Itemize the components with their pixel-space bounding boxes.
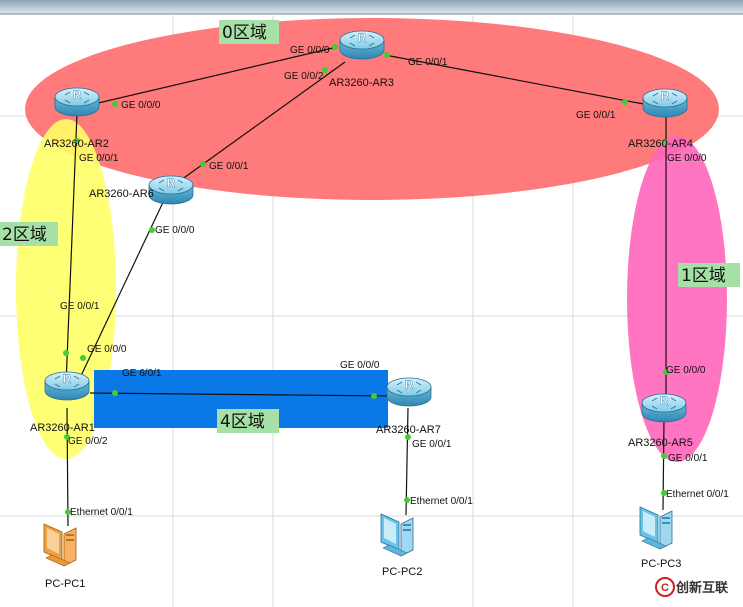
device-label-pc1: PC-PC1: [45, 578, 85, 590]
port-label-ar1-ge002: GE 0/0/2: [68, 436, 108, 447]
device-label-pc2: PC-PC2: [382, 566, 422, 578]
area-0-label-box: [219, 20, 279, 44]
port-label-ar1-ge601: GE 6/0/1: [122, 368, 162, 379]
network-links: [65, 46, 667, 527]
port-label-pc2-eth: Ethernet 0/0/1: [410, 496, 473, 507]
device-label-ar6: AR3260-AR6: [89, 188, 154, 200]
device-label-ar5: AR3260-AR5: [628, 437, 693, 449]
port-dots: [63, 44, 669, 515]
router-ar4-icon[interactable]: [642, 88, 688, 118]
router-ar6-icon[interactable]: [148, 175, 194, 205]
device-label-ar3: AR3260-AR3: [329, 77, 394, 89]
router-ar3-icon[interactable]: [339, 30, 385, 60]
svg-text:C: C: [661, 582, 669, 594]
area-4-label: 4区域: [220, 412, 265, 432]
port-label-ar7-ge001: GE 0/0/1: [412, 439, 452, 450]
router-ar7-icon[interactable]: [386, 377, 432, 407]
port-label-ar1-ge001: GE 0/0/1: [60, 301, 100, 312]
area-2-zone: [16, 119, 116, 459]
port-label-ar2-ge000: GE 0/0/0: [121, 100, 161, 111]
port-label-ar7-ge000: GE 0/0/0: [340, 360, 380, 371]
area-2-label: 2区域: [2, 225, 47, 245]
port-label-ar4-ge001: GE 0/0/1: [576, 110, 616, 121]
area-1-zone: [627, 136, 727, 462]
port-label-pc3-eth: Ethernet 0/0/1: [666, 489, 729, 500]
device-label-ar1: AR3260-AR1: [30, 422, 95, 434]
window-top-bar: [0, 0, 743, 14]
watermark-text: 创新互联: [675, 580, 728, 596]
area-1-label: 1区域: [681, 266, 726, 286]
port-label-ar1-ge000: GE 0/0/0: [87, 344, 127, 355]
port-label-ar6-ge001: GE 0/0/1: [209, 161, 249, 172]
area-4-label-box: [217, 409, 279, 433]
device-label-ar7: AR3260-AR7: [376, 424, 441, 436]
device-label-pc3: PC-PC3: [641, 558, 681, 570]
pc2-icon[interactable]: [380, 513, 414, 557]
port-label-ar3-ge000: GE 0/0/0: [290, 45, 330, 56]
router-ar5-icon[interactable]: [641, 393, 687, 423]
port-label-ar5-ge001: GE 0/0/1: [668, 453, 708, 464]
area-2-label-box: [0, 222, 58, 246]
port-label-ar3-ge002: GE 0/0/2: [284, 71, 324, 82]
router-ar2-icon[interactable]: [54, 87, 100, 117]
port-label-ar2-ge001: GE 0/0/1: [79, 153, 119, 164]
pc3-icon[interactable]: [639, 506, 673, 550]
area-1-label-box: [678, 263, 740, 287]
router-ar1-icon[interactable]: [44, 371, 90, 401]
port-label-ar6-ge000: GE 0/0/0: [155, 225, 195, 236]
port-label-pc1-eth: Ethernet 0/0/1: [70, 507, 133, 518]
port-label-ar4-ge000: GE 0/0/0: [667, 153, 707, 164]
port-label-ar5-ge000: GE 0/0/0: [666, 365, 706, 376]
watermark-logo: C 创新互联: [652, 572, 743, 605]
area-0-zone: [25, 18, 719, 200]
port-label-ar3-ge001: GE 0/0/1: [408, 57, 448, 68]
device-label-ar4: AR3260-AR4: [628, 138, 693, 150]
pc1-icon[interactable]: [43, 523, 77, 567]
device-label-ar2: AR3260-AR2: [44, 138, 109, 150]
area-0-label: 0区域: [222, 23, 267, 43]
